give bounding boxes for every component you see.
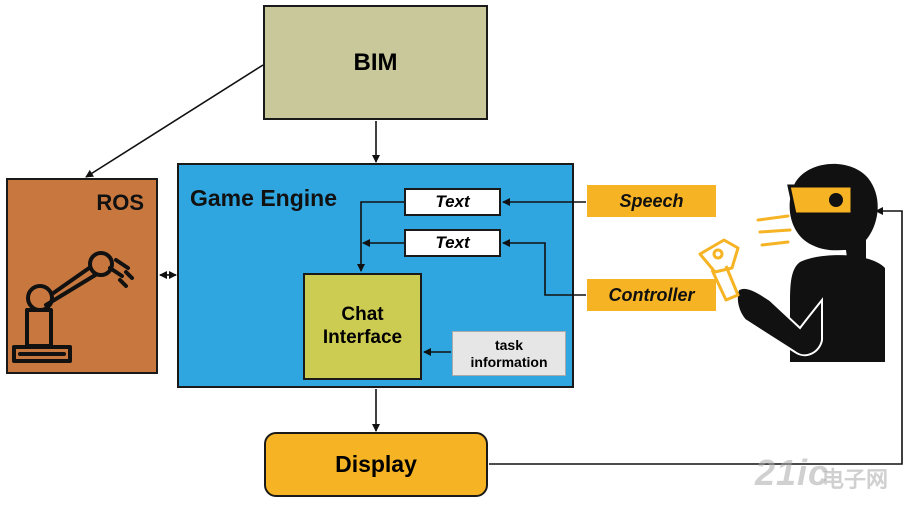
arrow-display-to-user: [489, 207, 903, 465]
chat-interface-line1: Chat: [341, 303, 384, 325]
arrow-bim-to-ros: [85, 64, 264, 178]
arrow-text1-to-chat: [357, 201, 404, 272]
game-engine-label: Game Engine: [190, 185, 337, 211]
watermark-latin: 21ic: [755, 452, 830, 493]
watermark-cn: 电子网: [822, 467, 889, 492]
arrow-controller-to-text: [502, 239, 586, 296]
bim-node: BIM: [263, 5, 488, 120]
text-box-speech: Text: [404, 188, 501, 216]
task-information-line2: information: [470, 353, 548, 370]
bim-label: BIM: [353, 48, 398, 76]
ros-label: ROS: [96, 190, 144, 215]
task-information-node: task information: [452, 331, 566, 376]
robot-arm-icon: [12, 251, 134, 363]
display-node: Display: [264, 432, 488, 497]
text-box-label: Text: [435, 233, 470, 252]
chat-interface-line2: Interface: [322, 326, 403, 348]
text-box-label: Text: [435, 192, 470, 211]
vr-user-icon: [735, 163, 885, 362]
text-box-controller: Text: [404, 229, 501, 257]
task-information-line1: task: [494, 337, 524, 354]
display-label: Display: [335, 451, 417, 477]
vr-controller-icon: [698, 238, 740, 302]
controller-label: Controller: [608, 284, 695, 305]
speech-input-tag: Speech: [587, 185, 716, 217]
speech-label: Speech: [619, 190, 684, 211]
controller-input-tag: Controller: [587, 279, 716, 311]
chat-interface-node: Chat Interface: [303, 273, 422, 380]
